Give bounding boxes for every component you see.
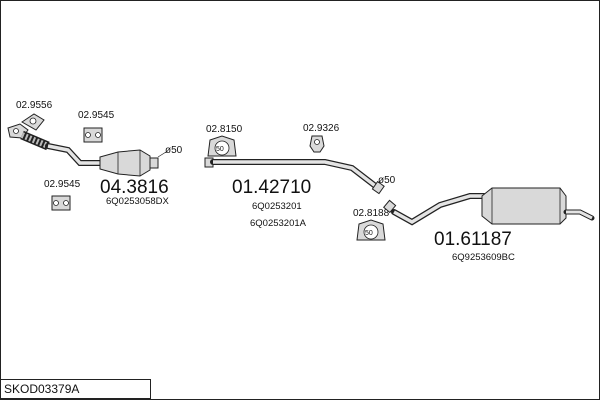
inlet-pipe-fill <box>47 144 100 165</box>
part-number-middle-pipe: 01.42710 <box>232 177 311 198</box>
rear-silencer-pipe-fill <box>393 194 484 225</box>
converter-seams <box>117 150 141 176</box>
rear-silencer[interactable] <box>383 187 595 226</box>
bracket-hole-bottom-right <box>63 200 69 206</box>
clamp-size-front: 50 <box>216 146 224 153</box>
catalytic-converter <box>99 149 151 177</box>
gasket-fitting[interactable] <box>21 113 45 131</box>
flex-pipe-braid <box>20 132 50 149</box>
bracket-hole-top-left <box>85 132 91 138</box>
middle-pipe-outlet <box>371 180 385 195</box>
silencer-seams <box>491 188 561 224</box>
diameter-label-2: ø50 <box>378 175 396 186</box>
fitting-number-clamp-rear: 02.8188 <box>353 208 390 219</box>
fitting-number-hanger: 02.9326 <box>303 123 340 134</box>
clamp-fitting-rear[interactable]: 50 <box>356 219 386 241</box>
middle-pipe-fill <box>213 160 380 190</box>
bracket-body-top <box>83 127 103 143</box>
rear-silencer-inlet <box>383 199 397 214</box>
gasket-hole <box>29 117 37 125</box>
outlet-flange <box>149 157 159 169</box>
flange-hole <box>13 128 19 134</box>
tail-pipe-fill <box>566 210 593 220</box>
fitting-number-gasket: 02.9556 <box>16 100 53 111</box>
oem-number-front-pipe: 6Q0253058DX <box>106 196 170 207</box>
middle-pipe[interactable]: ø50 <box>204 157 396 195</box>
fitting-number-bracket-bottom: 02.9545 <box>44 179 81 190</box>
fitting-number-bracket-top: 02.9545 <box>78 110 115 121</box>
oem-number-rear-silencer: 6Q9253609BC <box>452 252 515 263</box>
part-number-front-pipe: 04.3816 <box>100 177 169 198</box>
silencer-box <box>481 187 567 225</box>
part-number-rear-silencer: 01.61187 <box>434 229 512 250</box>
bracket-fitting-bottom[interactable] <box>51 195 71 211</box>
front-pipe-catalyst[interactable]: ø50 <box>7 123 183 177</box>
hanger-fitting[interactable] <box>309 135 325 153</box>
clamp-ring-rear <box>363 224 379 240</box>
bracket-hole-top-right <box>95 132 101 138</box>
bracket-hole-bottom-left <box>53 200 59 206</box>
diameter-leader-1 <box>157 151 167 158</box>
oem-number-middle-pipe-1: 6Q0253201 <box>252 201 302 212</box>
bracket-body-bottom <box>51 195 71 211</box>
diagram-code: SKOD03379A <box>4 382 79 396</box>
bracket-fitting-top[interactable] <box>83 127 103 143</box>
hanger-hole <box>314 139 320 145</box>
oem-number-middle-pipe-2: 6Q0253201A <box>250 218 307 229</box>
clamp-ring-front <box>214 140 230 156</box>
diameter-label-1: ø50 <box>165 145 183 156</box>
fitting-number-clamp-front: 02.8150 <box>206 124 243 135</box>
clamp-fitting-front[interactable]: 50 <box>207 135 237 157</box>
clamp-size-rear: 50 <box>365 230 373 237</box>
code-box <box>0 379 151 399</box>
